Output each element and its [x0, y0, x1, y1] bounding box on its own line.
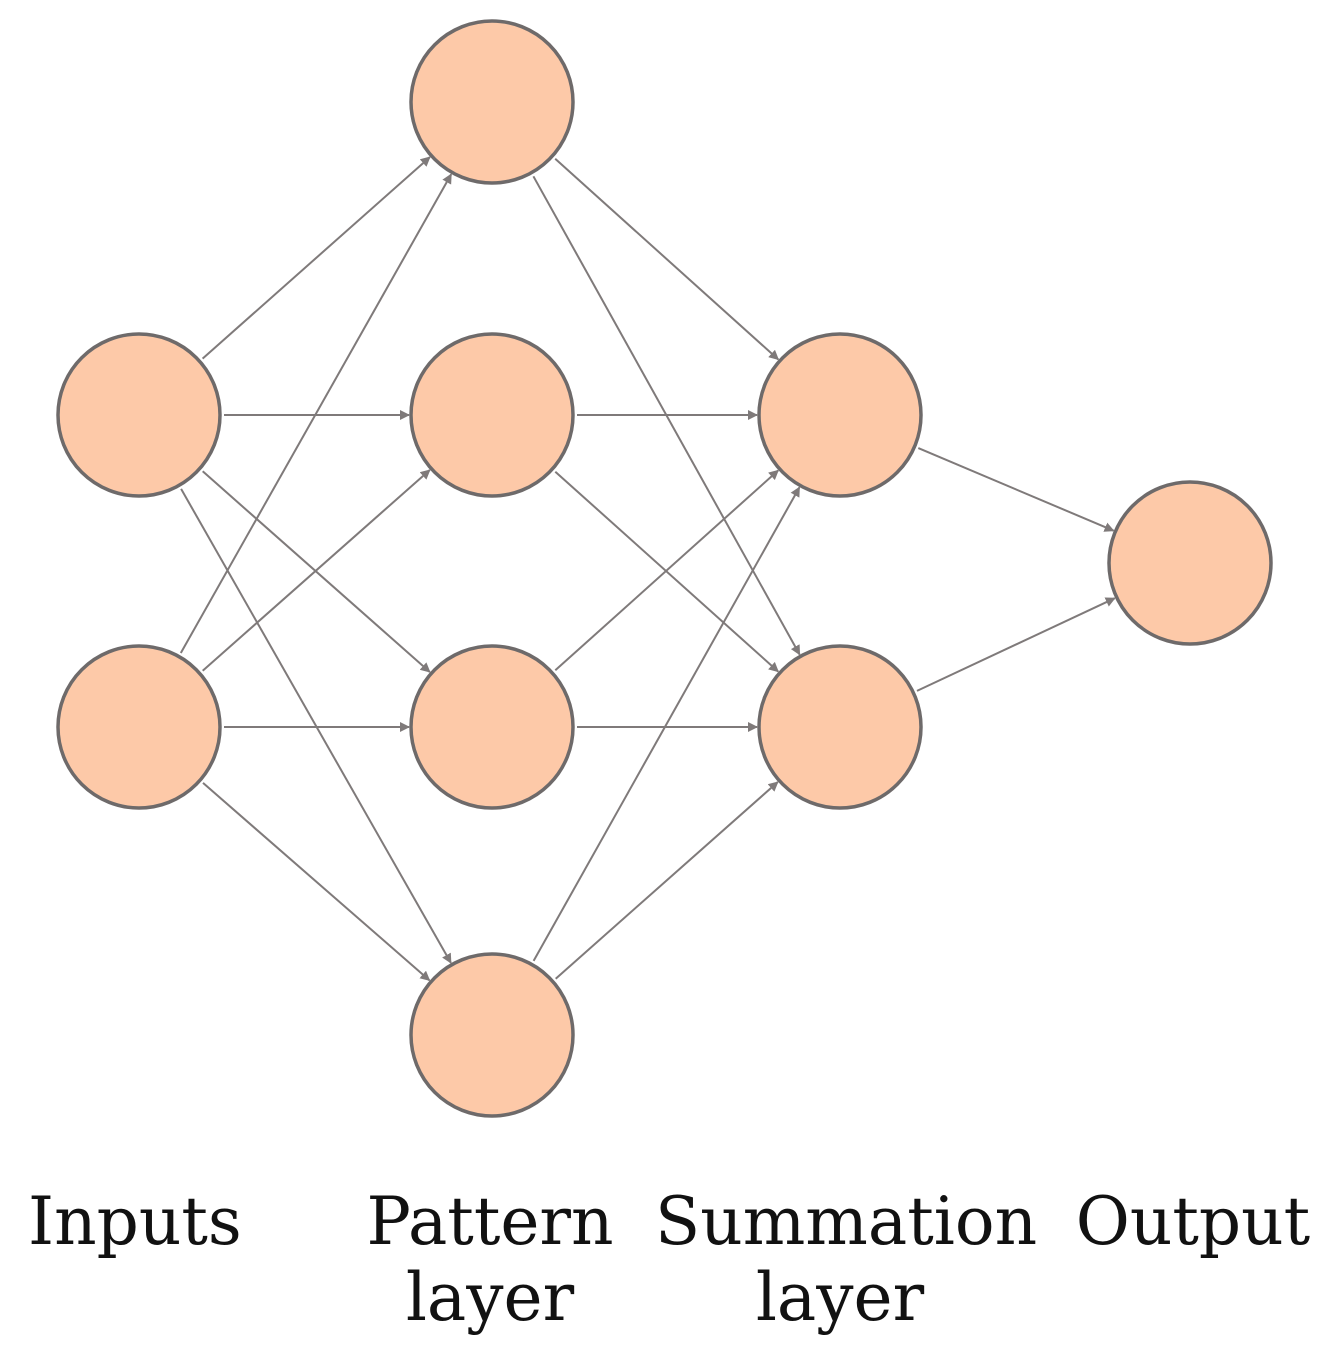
edge-pattern-3-to-summation-0: [532, 486, 801, 962]
edge-input-0-to-pattern-0: [201, 156, 431, 360]
edge-input-1-to-pattern-1: [202, 469, 431, 672]
inputs-label-line-1: Inputs: [28, 1183, 242, 1260]
pattern-layer-label-line-1: Pattern: [366, 1183, 614, 1260]
edge-summation-1-to-output-0: [916, 597, 1116, 692]
pattern-layer-label: Pattern layer: [355, 1184, 625, 1336]
node-input-0: [56, 332, 222, 498]
node-pattern-3: [409, 952, 575, 1118]
summation-layer-label: Summation layer: [655, 1183, 1038, 1336]
edge-input-0-to-pattern-3: [180, 488, 452, 964]
node-input-1: [56, 644, 222, 810]
node-summation-0: [757, 332, 923, 498]
edge-input-1-to-pattern-3: [202, 782, 431, 982]
inputs-label: Inputs: [28, 1183, 242, 1260]
edge-pattern-2-to-summation-0: [554, 469, 779, 672]
edge-pattern-3-to-summation-1: [555, 781, 779, 980]
output-label: Output: [1068, 1184, 1318, 1260]
pattern-layer-label-line-2: layer: [405, 1259, 575, 1336]
output-label-line-1: Output: [1075, 1183, 1311, 1260]
nodes-group: [56, 19, 1273, 1118]
edge-pattern-0-to-summation-0: [554, 158, 780, 361]
node-output-0: [1107, 480, 1273, 646]
edge-summation-0-to-output-0: [917, 447, 1115, 532]
node-summation-1: [757, 644, 923, 810]
summation-layer-label-line-1: Summation: [655, 1183, 1038, 1260]
node-pattern-0: [409, 19, 575, 185]
node-pattern-1: [409, 332, 575, 498]
node-pattern-2: [409, 644, 575, 810]
edge-input-1-to-pattern-0: [179, 173, 453, 654]
summation-layer-label-line-2: layer: [755, 1259, 925, 1336]
edges-group: [179, 156, 1116, 982]
